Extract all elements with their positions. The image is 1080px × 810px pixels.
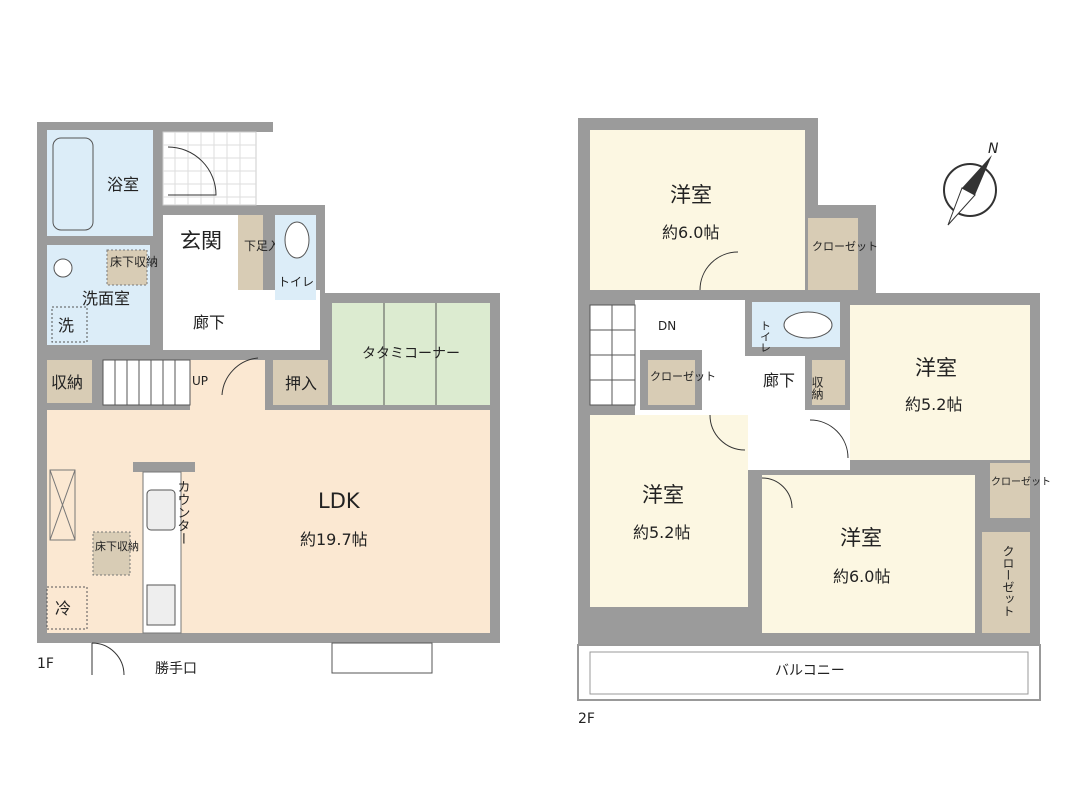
room-c: [590, 415, 748, 607]
closet-a-label: クローゼット: [812, 240, 878, 253]
ldk-extension: [190, 360, 265, 410]
washroom-label: 洗面室: [82, 289, 130, 308]
floor1-label: 1F: [37, 656, 54, 672]
entrance-label: 玄関: [180, 229, 222, 253]
counter-label: カウンター: [175, 480, 190, 545]
ldk-label: LDK: [318, 489, 361, 513]
underfloor-storage-wash: [106, 249, 148, 286]
stair-steps: [590, 305, 635, 405]
room-d: [762, 475, 975, 633]
underfloor-storage-wash-label: 床下収納: [110, 255, 158, 269]
room-d-label: 洋室: [840, 526, 882, 550]
hallway-2f-label: 廊下: [763, 371, 795, 390]
bathtub-icon: [52, 137, 94, 231]
tile-grid: [163, 132, 256, 205]
room-a-size: 約6.0帖: [662, 223, 719, 242]
entry-tile-area: [162, 131, 257, 206]
back-door[interactable]: [91, 642, 125, 676]
bay-window: [331, 642, 433, 674]
cooktop-icon: [146, 584, 176, 626]
bath-label: 浴室: [107, 175, 139, 194]
room-a-label: 洋室: [670, 183, 712, 207]
pantry: [49, 469, 76, 541]
fridge-label: 冷: [55, 599, 71, 618]
toilet-icon: [284, 221, 310, 259]
oshiire-label: 押入: [285, 374, 317, 393]
stairs-down-label: DN: [658, 319, 676, 333]
underfloor-storage-kitchen-label: 床下収納: [95, 539, 139, 553]
living-door[interactable]: [221, 357, 259, 396]
closet-a: [808, 218, 858, 290]
storage-2f-label: 収納: [810, 376, 824, 400]
kitchen-wall: [133, 462, 195, 472]
room-d-size: 約6.0帖: [833, 567, 890, 586]
storage-1f: [47, 360, 92, 403]
closet-b: [990, 463, 1030, 518]
kitchen-sink-icon: [146, 489, 176, 531]
toilet-2f-label: トイレ: [759, 320, 772, 353]
balcony-label: バルコニー: [775, 663, 845, 679]
room-a-door[interactable]: [699, 251, 739, 291]
shoe-storage-label: 下足入: [244, 239, 280, 253]
sink-icon: [53, 258, 73, 278]
stairs-1f[interactable]: [102, 359, 191, 406]
room-c-size: 約5.2帖: [633, 523, 690, 542]
tatami-label: タタミコーナー: [362, 346, 460, 362]
closet-b-label: クローゼット: [991, 476, 1051, 488]
shoe-storage: [238, 215, 263, 290]
room-c-door[interactable]: [709, 414, 746, 451]
toilet-icon: [783, 311, 833, 339]
room-b-door[interactable]: [809, 419, 849, 459]
room-b-label: 洋室: [915, 356, 957, 380]
closet-hall: [648, 360, 695, 405]
compass-north-label: N: [988, 141, 999, 157]
floor-2: バルコニー 洋室 約6.0帖 クローゼット 廊下 DN トイレ クローゼット 収…: [577, 118, 1051, 727]
toilet-1f-label: トイレ: [278, 275, 314, 289]
ldk: [47, 410, 490, 633]
washer-space: [51, 306, 88, 343]
hallway-1f-label: 廊下: [193, 313, 225, 332]
back-door-label: 勝手口: [155, 661, 197, 677]
fridge-space: [46, 586, 88, 630]
stairs-up-label: UP: [192, 374, 208, 388]
closet-d-label: クローゼット: [1001, 545, 1015, 617]
pantry-cross: [49, 469, 76, 541]
closet-hall-label: クローゼット: [650, 370, 716, 383]
washer-label: 洗: [58, 316, 74, 335]
compass-icon: N: [943, 141, 999, 226]
stair-steps: [114, 360, 176, 405]
oshiire-closet: [273, 360, 328, 405]
room-c-label: 洋室: [642, 483, 684, 507]
floor-1: 浴室 床下収納 洗面室 洗 玄関 廊下 下足入 トイレ 収納 UP 押入 タタミ…: [37, 122, 500, 677]
balcony-inner: [589, 651, 1029, 695]
room-b-size: 約5.2帖: [905, 395, 962, 414]
room-a: [590, 130, 805, 290]
floor2-label: 2F: [578, 711, 595, 727]
tatami-corner: [332, 303, 490, 405]
wall-block: [163, 122, 273, 132]
ldk-size: 約19.7帖: [300, 530, 368, 549]
room-d-door[interactable]: [761, 477, 793, 509]
storage-1f-label: 収納: [51, 373, 83, 392]
room-b: [850, 305, 1030, 460]
underfloor-storage-kitchen: [92, 531, 131, 576]
storage-2f: [812, 360, 845, 405]
entrance-door[interactable]: [167, 146, 217, 196]
closet-d: [982, 532, 1030, 633]
